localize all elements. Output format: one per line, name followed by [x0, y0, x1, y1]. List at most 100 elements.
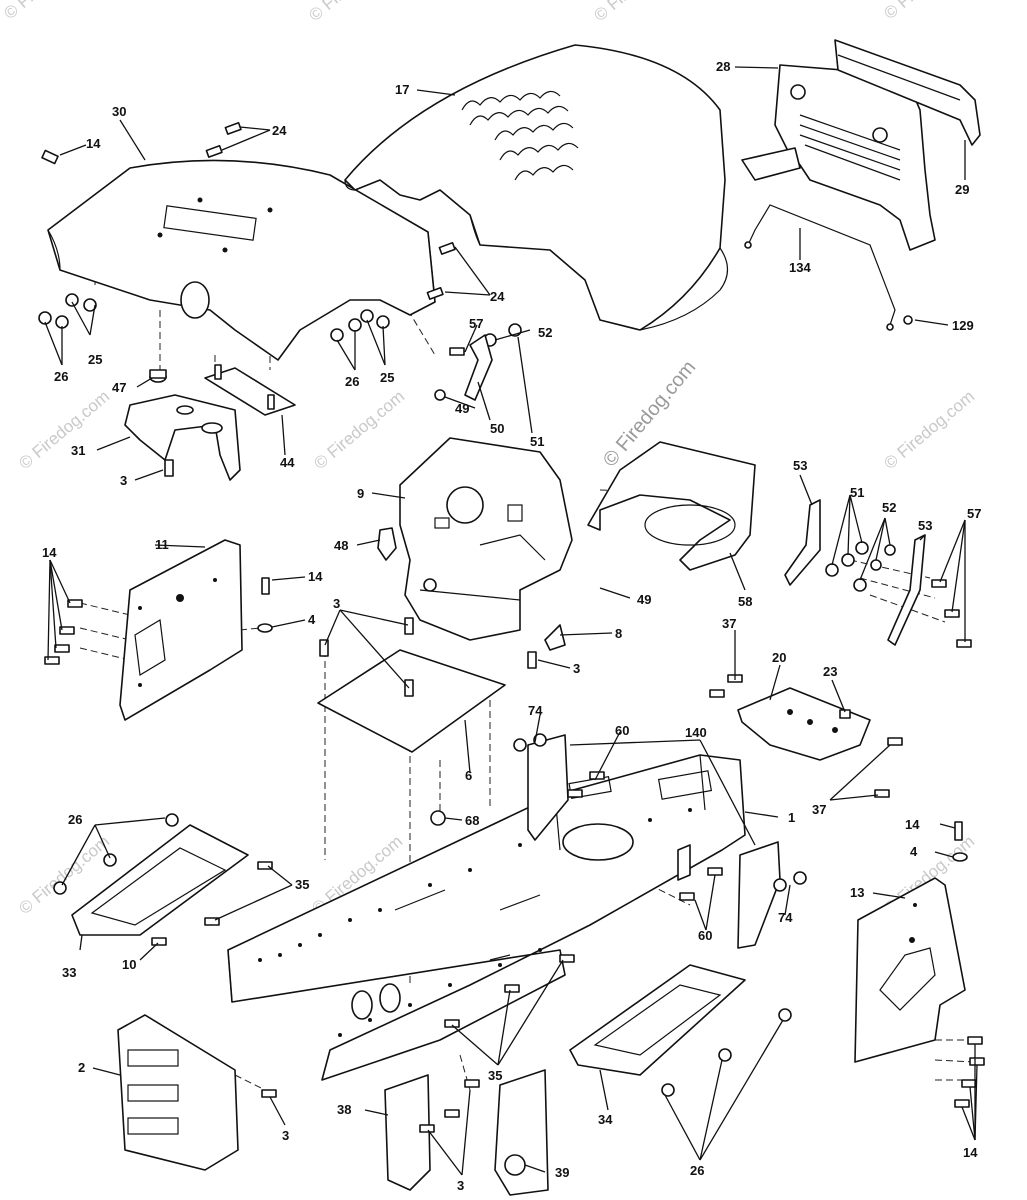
part-34-right-footrest — [569, 964, 792, 1097]
part-6-plate — [317, 617, 566, 753]
callout-26: 26 — [345, 374, 359, 389]
callout-35: 35 — [295, 877, 309, 892]
callout-6: 6 — [465, 768, 472, 783]
callout-51: 51 — [530, 434, 544, 449]
callout-24: 24 — [490, 289, 505, 304]
watermark: © Firedog.com — [310, 387, 408, 473]
part-140-brackets — [527, 734, 781, 949]
part-68-nut — [430, 810, 446, 826]
callout-2: 2 — [78, 1060, 85, 1075]
callout-37: 37 — [812, 802, 826, 817]
callout-14: 14 — [308, 569, 323, 584]
callout-39: 39 — [555, 1165, 569, 1180]
callout-60: 60 — [615, 723, 629, 738]
callout-58: 58 — [738, 594, 752, 609]
callout-3: 3 — [333, 596, 340, 611]
callout-14: 14 — [963, 1145, 978, 1160]
part-48-fastener — [377, 527, 397, 561]
hardware-60-74 — [513, 733, 807, 901]
callout-53: 53 — [793, 458, 807, 473]
part-13-right-panel — [854, 821, 985, 1108]
callout-60: 60 — [698, 928, 712, 943]
callout-57: 57 — [469, 316, 483, 331]
hardware-3-top — [164, 459, 174, 477]
hardware-35-lower — [444, 954, 575, 1028]
callout-50: 50 — [490, 421, 504, 436]
callout-68: 68 — [465, 813, 479, 828]
callout-53: 53 — [918, 518, 932, 533]
callout-57: 57 — [967, 506, 981, 521]
part-58-fuel-tank-support — [587, 441, 756, 571]
part-33-left-footrest — [53, 813, 273, 946]
callout-52: 52 — [538, 325, 552, 340]
part-134-grille-rod — [744, 204, 896, 331]
callout-8: 8 — [615, 626, 622, 641]
callout-140: 140 — [685, 725, 707, 740]
callout-38: 38 — [337, 1102, 351, 1117]
callout-13: 13 — [850, 885, 864, 900]
callout-47: 47 — [112, 380, 126, 395]
watermark: © Firedog.com — [880, 387, 978, 473]
callout-10: 10 — [122, 957, 136, 972]
part-44-bracket — [204, 364, 296, 416]
part-28-grille-frame — [741, 64, 936, 251]
callout-49: 49 — [455, 401, 469, 416]
part-2-front-bracket — [117, 1014, 277, 1171]
callout-3: 3 — [457, 1178, 464, 1193]
callout-3: 3 — [573, 661, 580, 676]
part-11-left-panel — [119, 539, 243, 721]
watermark: © Firedog.com — [15, 387, 113, 473]
callout-25: 25 — [380, 370, 394, 385]
callout-25: 25 — [88, 352, 102, 367]
callout-20: 20 — [772, 650, 786, 665]
hardware-14-left — [44, 577, 273, 665]
callout-129: 129 — [952, 318, 974, 333]
callout-28: 28 — [716, 59, 730, 74]
watermark: © Firedog.com — [590, 0, 688, 25]
callout-34: 34 — [598, 1112, 613, 1127]
part-30-dash-cover — [47, 159, 436, 361]
callout-11: 11 — [155, 537, 169, 552]
part-38-bracket — [384, 1074, 460, 1191]
callout-48: 48 — [334, 538, 348, 553]
callout-1: 1 — [788, 810, 795, 825]
callout-labels: 30 14 24 17 28 29 134 129 24 25 26 25 26… — [42, 59, 981, 1193]
part-29-front-bumper — [834, 39, 981, 146]
callout-14: 14 — [42, 545, 57, 560]
callout-33: 33 — [62, 965, 76, 980]
watermark: © Firedog.com — [880, 0, 978, 23]
callout-26: 26 — [690, 1163, 704, 1178]
callout-14: 14 — [86, 136, 101, 151]
callout-24: 24 — [272, 123, 287, 138]
callout-23: 23 — [823, 664, 837, 679]
callout-4: 4 — [910, 844, 918, 859]
leader-lines — [44, 66, 978, 1176]
part-47-bumper — [149, 369, 167, 383]
callout-3: 3 — [282, 1128, 289, 1143]
callout-17: 17 — [395, 82, 409, 97]
callout-51: 51 — [850, 485, 864, 500]
callout-35: 35 — [488, 1068, 502, 1083]
callout-30: 30 — [112, 104, 126, 119]
callout-74: 74 — [528, 703, 543, 718]
callout-37: 37 — [722, 616, 736, 631]
callout-44: 44 — [280, 455, 295, 470]
callout-31: 31 — [71, 443, 85, 458]
part-1-main-frame — [227, 754, 746, 1081]
callout-4: 4 — [308, 612, 316, 627]
part-31-bracket — [124, 394, 241, 481]
callout-3: 3 — [120, 473, 127, 488]
callout-134: 134 — [789, 260, 811, 275]
watermark: © Firedog.com — [0, 0, 98, 23]
part-17-hood — [344, 44, 729, 331]
callout-9: 9 — [357, 486, 364, 501]
callout-49: 49 — [637, 592, 651, 607]
part-39-bracket — [464, 1069, 549, 1196]
part-9-dash-tower — [399, 437, 573, 641]
callout-29: 29 — [955, 182, 969, 197]
callout-74: 74 — [778, 910, 793, 925]
callout-14: 14 — [905, 817, 920, 832]
watermark: © Firedog.com — [305, 0, 403, 25]
